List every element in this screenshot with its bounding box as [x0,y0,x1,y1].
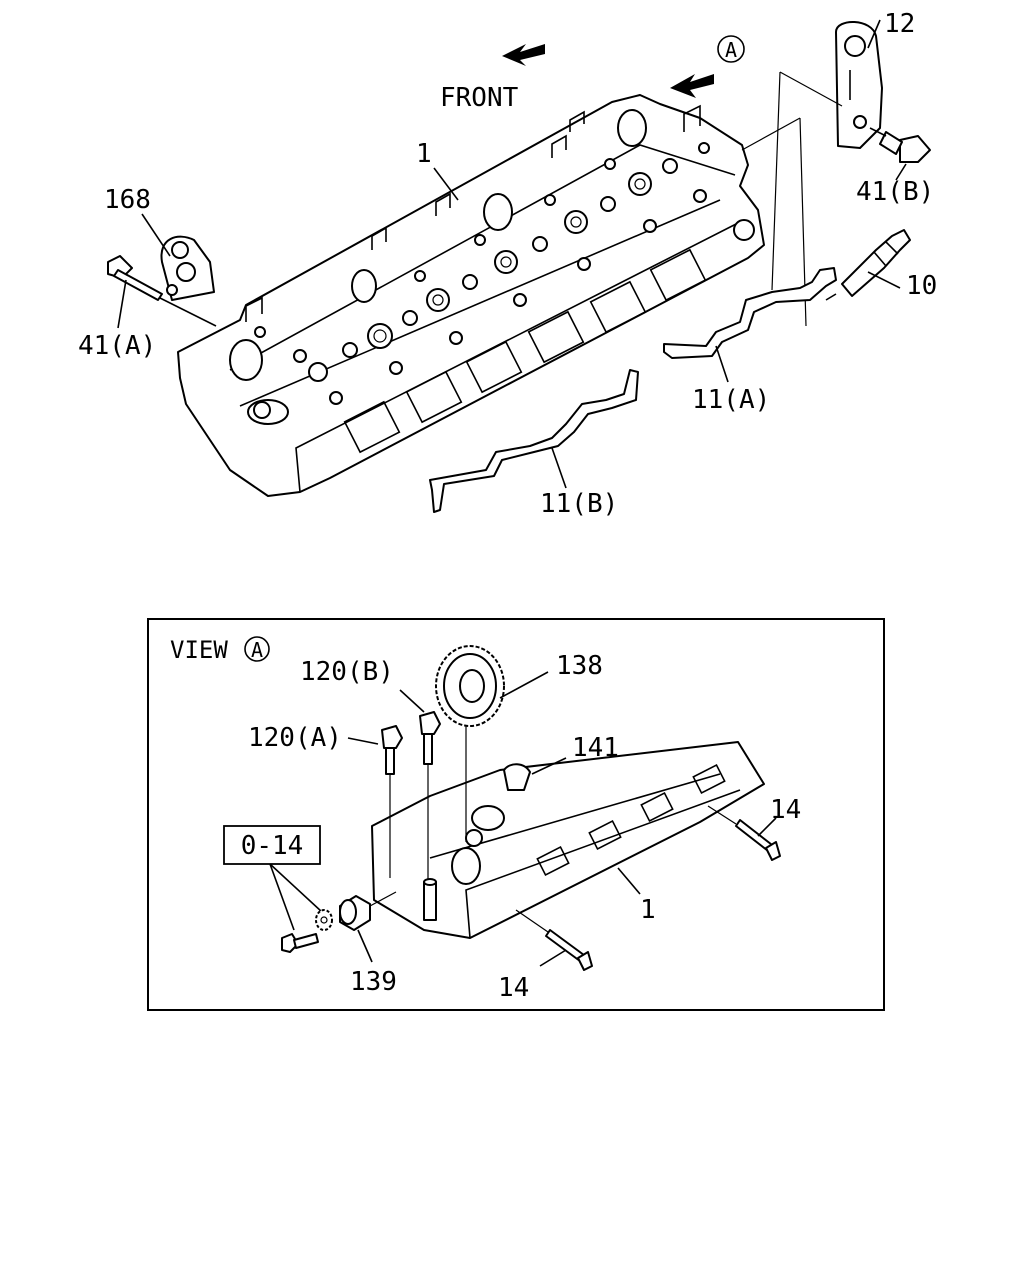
kit-0-14-box [223,825,321,865]
callout-168: 168 [104,185,151,215]
view-a-arrow [670,74,714,98]
callout-41b: 41(B) [856,177,934,207]
cylinder-head [177,94,765,497]
dowel-pin [423,881,437,921]
view-a-marker-detail: A [244,636,270,662]
callout-139: 139 [350,967,397,997]
callout-1-detail: 1 [640,895,656,925]
callout-14-right: 14 [770,795,801,825]
view-a-frame [147,618,885,1011]
front-label: FRONT [440,83,519,113]
view-a-marker-top: A [717,35,745,63]
callout-11b: 11(B) [540,489,618,519]
cylinder-head-end-section [371,741,765,939]
part-14-stud-right [735,819,781,861]
callout-120a: 120(A) [248,723,342,753]
part-washer [315,909,333,931]
part-120b-bolt [419,711,441,765]
part-11b-bracket [429,369,639,513]
callout-14-bottom: 14 [498,973,529,1003]
part-14-stud-bottom [545,929,593,971]
part-168-gasket [160,235,215,301]
part-120a-bolt [381,725,403,775]
callout-11a: 11(A) [692,385,770,415]
detail-ports [536,764,726,876]
svg-text:A: A [251,638,263,662]
part-12-bracket [835,20,883,149]
callout-120b: 120(B) [300,657,394,687]
view-label: VIEW [170,636,228,664]
callout-141: 141 [572,733,619,763]
intake-ports [343,248,707,454]
part-141-key [503,763,531,791]
svg-text:A: A [725,38,737,62]
callout-10: 10 [906,271,937,301]
kit-0-14-label: 0-14 [241,831,304,861]
callout-12: 12 [884,9,915,39]
part-41b-bolt [879,131,931,163]
valve-holes [254,142,710,405]
part-11a-bracket [663,267,837,359]
part-41a-bolt [107,255,163,301]
part-10-sensor [825,229,911,301]
part-small-bolt [281,933,319,953]
callout-41a: 41(A) [78,331,156,361]
top-bosses [245,104,701,322]
callout-138: 138 [556,651,603,681]
part-139-bushing [339,895,371,931]
front-direction-arrow [502,44,545,66]
callout-1-top: 1 [416,139,432,169]
part-138-gear [435,645,505,727]
